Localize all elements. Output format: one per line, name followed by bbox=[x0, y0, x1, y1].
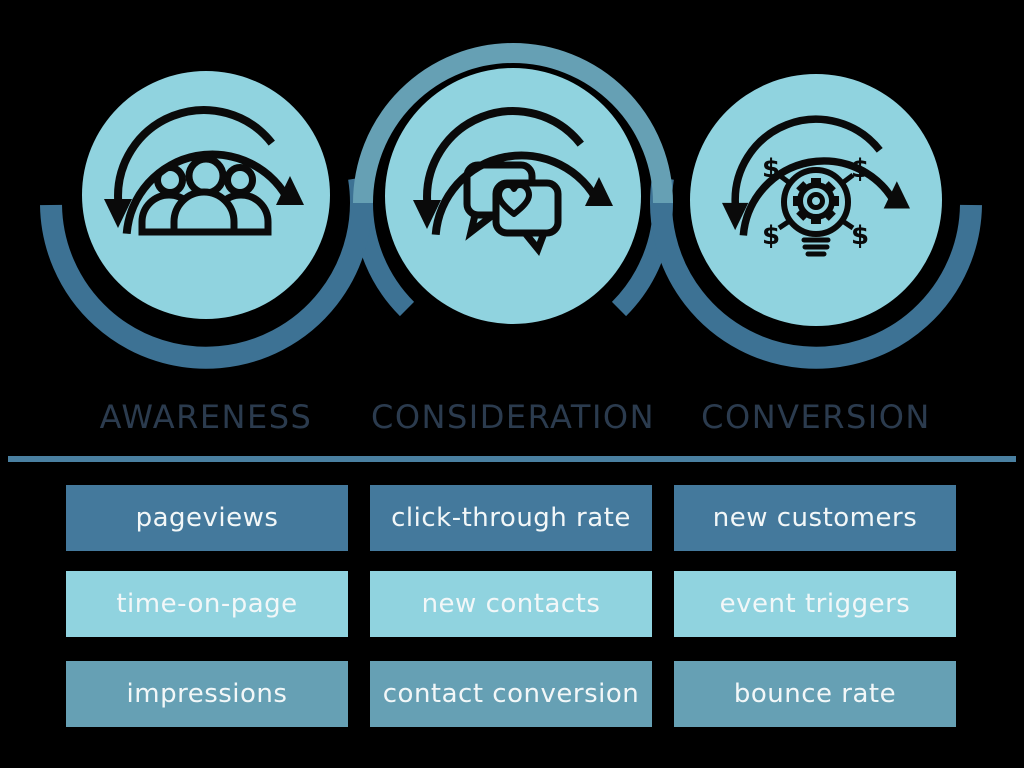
heart-icon bbox=[496, 182, 532, 217]
lightbulb-base bbox=[801, 237, 831, 257]
metric-box-impressions: impressions bbox=[66, 661, 348, 727]
metric-box-event-triggers: event triggers bbox=[674, 571, 956, 637]
wave-over-consideration bbox=[353, 43, 673, 204]
dollar-sign: $ bbox=[851, 221, 869, 251]
stage-heading-awareness: AWARENESS bbox=[99, 398, 313, 436]
wave-under-awareness bbox=[40, 176, 372, 369]
divider-line bbox=[8, 456, 1016, 462]
large-bubble-tail bbox=[465, 211, 504, 241]
funnel-wave-and-icons: $ $ $ $ bbox=[40, 43, 982, 369]
dollar-sign: $ bbox=[762, 221, 780, 251]
metric-box-contact-conversion: contact conversion bbox=[370, 661, 652, 727]
metric-box-bounce-rate: bounce rate bbox=[674, 661, 956, 727]
metric-box-time-on-page: time-on-page bbox=[66, 571, 348, 637]
wave-ribbon bbox=[40, 43, 982, 369]
chat-bubbles-heart-cycle-icon bbox=[413, 111, 613, 256]
wave-under-conversion bbox=[650, 176, 982, 369]
dollar-sign: $ bbox=[851, 154, 869, 184]
audience-people-cycle-icon bbox=[104, 110, 304, 234]
stage-heading-consideration: CONSIDERATION bbox=[370, 398, 656, 436]
gear-icon bbox=[793, 178, 839, 224]
money-idea-gear-cycle-icon: $ $ $ $ bbox=[722, 119, 910, 257]
metric-box-pageviews: pageviews bbox=[66, 485, 348, 551]
metric-box-new-customers: new customers bbox=[674, 485, 956, 551]
dollar-sign: $ bbox=[762, 154, 780, 184]
metric-box-click-through-rate: click-through rate bbox=[370, 485, 652, 551]
small-bubble-tail bbox=[517, 229, 550, 256]
stage-heading-conversion: CONVERSION bbox=[701, 398, 931, 436]
metric-box-new-contacts: new contacts bbox=[370, 571, 652, 637]
lightbulb bbox=[781, 167, 851, 237]
funnel-graphic: $ $ $ $ bbox=[40, 43, 982, 369]
